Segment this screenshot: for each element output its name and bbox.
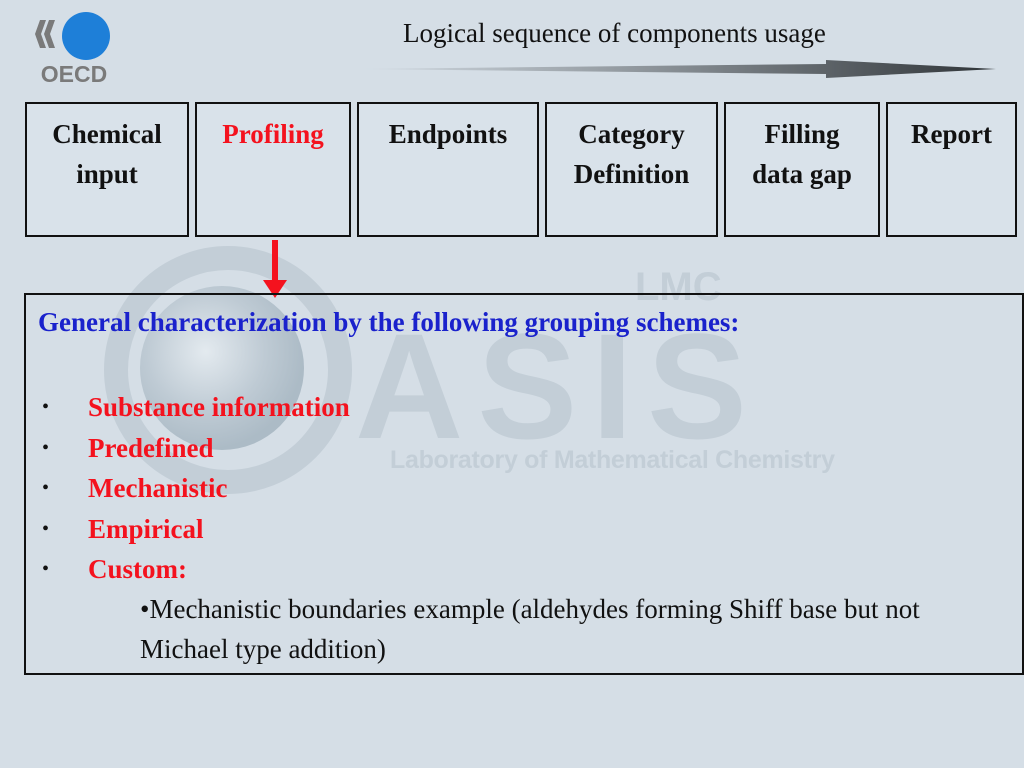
list-item-label: Predefined: [88, 432, 214, 463]
component-label-line: data gap: [752, 159, 852, 189]
grouping-schemes-heading: General characterization by the followin…: [38, 307, 740, 337]
component-category-definition[interactable]: Category Definition: [545, 102, 718, 237]
component-label-line: Endpoints: [388, 119, 508, 149]
list-item-label: Empirical: [88, 513, 204, 544]
component-report[interactable]: Report: [886, 102, 1017, 237]
component-label-line: Definition: [573, 159, 690, 189]
oecd-logo: OECD: [35, 12, 110, 86]
bullet-icon: •: [42, 477, 50, 500]
list-item-label: Substance information: [88, 392, 350, 422]
bullet-icon: •: [42, 558, 50, 581]
component-label-line: Report: [911, 119, 992, 149]
component-label-line: Category: [578, 119, 685, 149]
component-chemical-input[interactable]: Chemical input: [25, 102, 189, 237]
component-label-line: Profiling: [222, 119, 324, 149]
component-label-line: Filling: [764, 119, 840, 149]
component-filling-data-gap[interactable]: Filling data gap: [724, 102, 880, 237]
component-endpoints[interactable]: Endpoints: [357, 102, 539, 237]
oecd-logo-text: OECD: [41, 61, 107, 86]
down-arrow-icon: [263, 240, 287, 298]
component-profiling[interactable]: Profiling: [195, 102, 351, 237]
bullet-icon: •: [42, 436, 50, 459]
sequence-title: Logical sequence of components usage: [403, 18, 826, 48]
bullet-icon: •: [42, 517, 50, 540]
component-label-line: Chemical: [52, 119, 162, 149]
list-item-label: Custom:: [88, 554, 187, 585]
component-label-line: input: [76, 159, 138, 189]
list-item-label: Mechanistic: [88, 473, 228, 504]
sequence-arrow: [356, 60, 996, 78]
bullet-icon: •: [42, 396, 50, 418]
profiling-details-box: General characterization by the followin…: [24, 293, 1024, 675]
custom-example-note: •Mechanistic boundaries example (aldehyd…: [140, 594, 920, 664]
